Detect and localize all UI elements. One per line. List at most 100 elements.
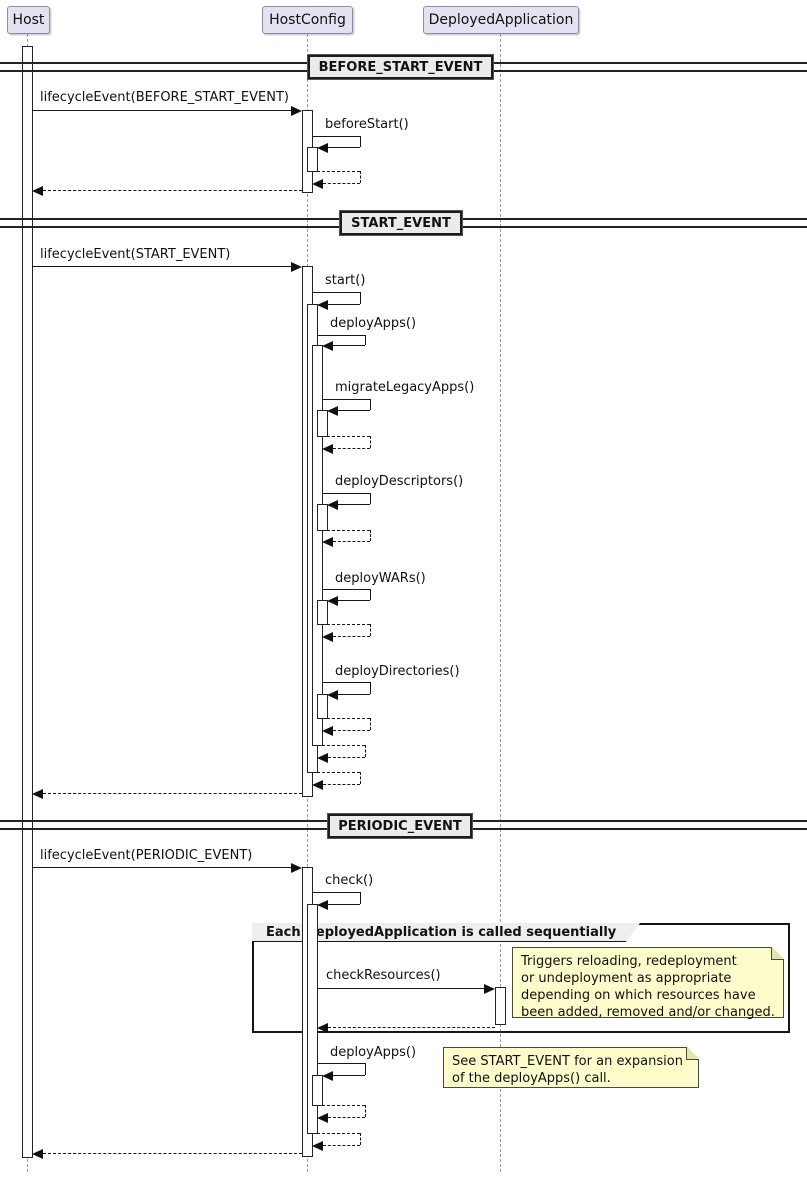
- selfreturn-side-ret-deployapps-periodic: [365, 1105, 366, 1117]
- message-line-lifecycleevent-periodic: [32, 867, 291, 868]
- selfcall-label-check: check(): [325, 873, 374, 888]
- selfcall-side-deploydescriptors: [370, 493, 371, 504]
- arrowhead-left-icon: [32, 186, 43, 196]
- selfreturn-bottom-ret-deploydirectories: [333, 730, 370, 731]
- selfcall-top-deployapps-start: [317, 335, 365, 336]
- note-line: of the deployApps() call.: [452, 1071, 611, 1086]
- activation-hc-deployapps-periodic: [312, 1075, 323, 1106]
- message-line-checkresources: [317, 988, 484, 989]
- arrowhead-right-icon: [291, 262, 302, 272]
- activation-da-checkresources: [495, 987, 506, 1025]
- lifeline-deployedapplication: [500, 34, 501, 1172]
- selfreturn-bottom-ret-deploywars: [333, 636, 370, 637]
- arrowhead-left-icon: [317, 753, 328, 763]
- selfcall-bottom-start: [328, 304, 360, 305]
- arrowhead-left-icon: [327, 596, 338, 606]
- selfcall-top-deploydirectories: [322, 682, 370, 683]
- arrowhead-left-icon: [317, 900, 328, 910]
- activation-hc-deploydirectories: [317, 694, 328, 719]
- selfcall-bottom-deployapps-start: [333, 345, 365, 346]
- selfreturn-bottom-ret-start: [323, 784, 360, 785]
- arrowhead-left-icon: [322, 341, 333, 351]
- note-deployapps: See START_EVENT for an expansion of the d…: [443, 1047, 699, 1088]
- arrowhead-right-icon: [291, 863, 302, 873]
- message-line-lifecycleevent-start: [32, 266, 291, 267]
- selfcall-side-deployapps-periodic: [365, 1063, 366, 1075]
- message-label-lifecycleevent-start: lifecycleEvent(START_EVENT): [40, 247, 231, 262]
- selfcall-side-start: [360, 292, 361, 304]
- selfcall-bottom-deploydescriptors: [338, 504, 370, 505]
- arrowhead-left-icon: [322, 444, 333, 454]
- selfcall-side-deploywars: [370, 589, 371, 600]
- selfreturn-side-ret-deploydirectories: [370, 718, 371, 730]
- selfreturn-side-ret-deploydescriptors: [370, 530, 371, 541]
- activation-hc-deploywars: [317, 600, 328, 625]
- selfcall-label-deployapps-start: deployApps(): [330, 316, 417, 331]
- selfreturn-side-ret-migratelegacyapps: [370, 436, 371, 448]
- selfcall-label-deploydirectories: deployDirectories(): [335, 664, 460, 679]
- selfcall-label-deploydescriptors: deployDescriptors(): [335, 474, 464, 489]
- arrowhead-left-icon: [327, 500, 338, 510]
- selfreturn-top-ret-check: [317, 1133, 360, 1134]
- activation-hc-migratelegacyapps: [317, 410, 328, 437]
- arrowhead-left-icon: [312, 780, 323, 790]
- selfcall-label-deploywars: deployWARs(): [335, 571, 426, 586]
- selfreturn-bottom-ret-deployapps-periodic: [328, 1117, 365, 1118]
- arrowhead-left-icon: [322, 632, 333, 642]
- return-line-ret-checkresources: [328, 1027, 495, 1028]
- selfreturn-top-ret-deployapps-start: [322, 745, 365, 746]
- selfreturn-top-ret-start: [317, 772, 360, 773]
- arrowhead-left-icon: [327, 690, 338, 700]
- selfcall-bottom-deployapps-periodic: [333, 1075, 365, 1076]
- arrowhead-right-icon: [484, 984, 495, 994]
- arrowhead-right-icon: [291, 106, 302, 116]
- arrowhead-left-icon: [317, 1113, 328, 1123]
- divider-periodic-event: PERIODIC_EVENT: [327, 813, 473, 839]
- activation-hc-beforestart: [307, 147, 318, 172]
- arrowhead-left-icon: [32, 1149, 43, 1159]
- selfreturn-side-ret-beforestart: [360, 171, 361, 183]
- selfreturn-top-ret-deploydirectories: [327, 718, 370, 719]
- activation-hc-check: [307, 904, 318, 1134]
- selfcall-top-start: [312, 292, 360, 293]
- arrowhead-left-icon: [317, 143, 328, 153]
- selfreturn-top-ret-beforestart: [317, 171, 360, 172]
- selfcall-label-deployapps-periodic: deployApps(): [330, 1045, 417, 1060]
- selfreturn-top-ret-migratelegacyapps: [327, 436, 370, 437]
- selfcall-top-deployapps-periodic: [317, 1063, 365, 1064]
- note-line: See START_EVENT for an expansion: [452, 1054, 683, 1069]
- note-line: been added, removed and/or changed.: [521, 1005, 775, 1020]
- selfreturn-bottom-ret-check: [323, 1145, 360, 1146]
- selfcall-label-migratelegacyapps: migrateLegacyApps(): [335, 380, 475, 395]
- selfreturn-bottom-ret-deploydescriptors: [333, 541, 370, 542]
- selfcall-side-deployapps-start: [365, 335, 366, 345]
- selfcall-label-beforestart: beforeStart(): [325, 117, 409, 132]
- selfcall-bottom-migratelegacyapps: [338, 410, 370, 411]
- selfreturn-bottom-ret-beforestart: [323, 183, 360, 184]
- arrowhead-left-icon: [322, 726, 333, 736]
- return-line-ret-lifecycle-before-start: [43, 190, 302, 191]
- selfreturn-side-ret-start: [360, 772, 361, 784]
- selfcall-top-deploydescriptors: [322, 493, 370, 494]
- selfcall-bottom-deploywars: [338, 600, 370, 601]
- divider-before-start-event: BEFORE_START_EVENT: [307, 54, 494, 80]
- activation-host-main: [22, 46, 33, 1158]
- participant-host: Host: [7, 6, 50, 34]
- arrowhead-left-icon: [322, 537, 333, 547]
- selfreturn-bottom-ret-deployapps-start: [328, 757, 365, 758]
- message-label-lifecycleevent-before-start: lifecycleEvent(BEFORE_START_EVENT): [40, 90, 289, 105]
- note-dogear-icon: [771, 947, 784, 960]
- message-label-lifecycleevent-periodic: lifecycleEvent(PERIODIC_EVENT): [40, 848, 253, 863]
- note-line: Triggers reloading, redeployment: [521, 954, 737, 969]
- arrowhead-left-icon: [327, 406, 338, 416]
- selfcall-side-check: [360, 892, 361, 904]
- message-line-lifecycleevent-before-start: [32, 110, 291, 111]
- selfreturn-top-ret-deploywars: [327, 624, 370, 625]
- selfcall-bottom-beforestart: [328, 147, 360, 148]
- selfreturn-bottom-ret-migratelegacyapps: [333, 448, 370, 449]
- selfreturn-side-ret-check: [360, 1133, 361, 1145]
- return-line-ret-lifecycle-periodic: [43, 1153, 302, 1154]
- group-header: Each DeployedApplication is called seque…: [252, 923, 640, 942]
